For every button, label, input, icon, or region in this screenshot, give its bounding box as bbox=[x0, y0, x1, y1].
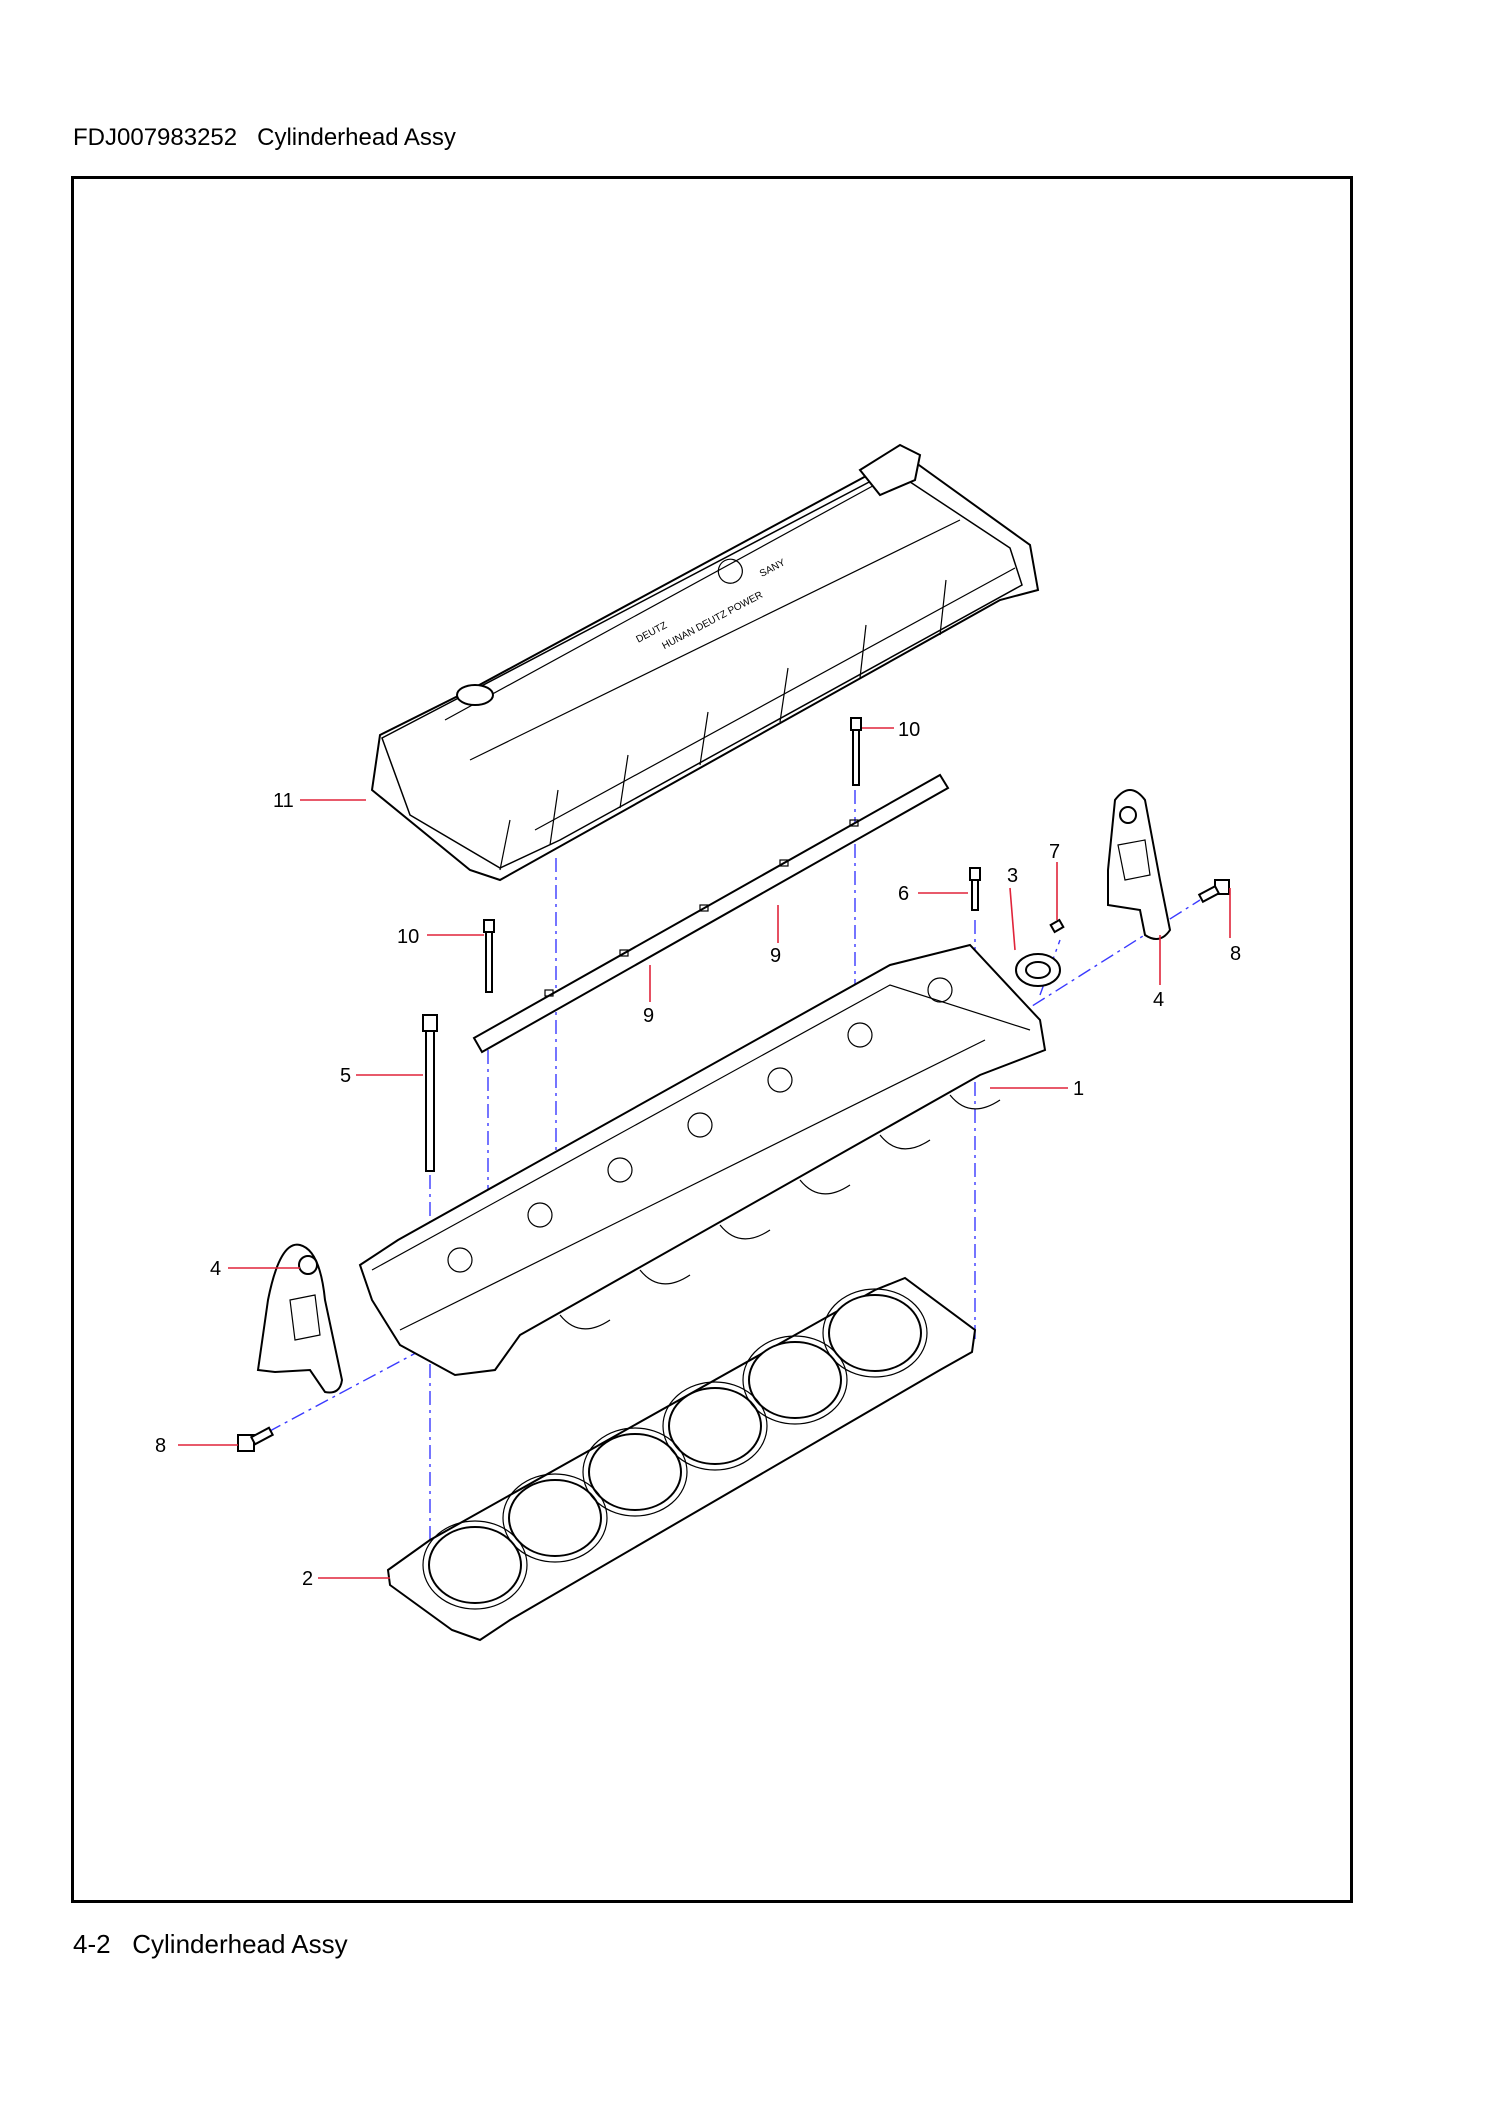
header-title: Cylinderhead Assy bbox=[257, 124, 456, 151]
cylinder-head-gasket bbox=[386, 1276, 977, 1642]
cylinder-head-bolt bbox=[422, 1014, 438, 1172]
callout-5: 5 bbox=[340, 1065, 351, 1087]
callout-10-top: 10 bbox=[898, 719, 920, 741]
callout-11: 11 bbox=[273, 790, 294, 812]
leader-lines bbox=[178, 727, 1231, 1579]
callout-3: 3 bbox=[1007, 865, 1018, 887]
page-number: 4-2 bbox=[73, 1929, 111, 1959]
part-number: FDJ007983252 bbox=[73, 124, 238, 151]
flange bbox=[1015, 953, 1061, 987]
callout-4-left: 4 bbox=[210, 1258, 221, 1280]
bolt-left-bottom bbox=[237, 1426, 275, 1452]
bolt-right bbox=[1197, 879, 1230, 904]
footer-title: Cylinderhead Assy bbox=[132, 1929, 348, 1959]
callouts: 11 10 10 9 9 7 6 3 8 4 5 1 4 8 2 bbox=[155, 719, 1241, 1590]
rocker-shafts bbox=[472, 773, 950, 1054]
cylinder-head bbox=[358, 943, 1047, 1377]
callout-10-left: 10 bbox=[397, 926, 419, 948]
callout-1: 1 bbox=[1073, 1078, 1084, 1100]
bolt-left bbox=[483, 919, 495, 993]
callout-6: 6 bbox=[898, 883, 909, 905]
lifting-eye-left bbox=[256, 1243, 344, 1394]
cylinder-head-cover: DEUTZ SANY HUNAN DEUTZ POWER bbox=[370, 443, 1040, 882]
diagram-frame bbox=[71, 176, 1353, 1903]
callout-9-right: 9 bbox=[770, 945, 781, 967]
bolt-short bbox=[969, 867, 981, 911]
page-header: FDJ007983252 Cylinderhead Assy bbox=[73, 124, 456, 152]
callout-8-right: 8 bbox=[1230, 943, 1241, 965]
screw bbox=[1049, 918, 1065, 934]
callout-4-right: 4 bbox=[1153, 989, 1164, 1011]
callout-7: 7 bbox=[1049, 841, 1060, 863]
lifting-eye-right bbox=[1107, 789, 1172, 940]
page-footer: 4-2 Cylinderhead Assy bbox=[73, 1929, 348, 1960]
callout-8-left: 8 bbox=[155, 1435, 166, 1457]
callout-2: 2 bbox=[302, 1568, 313, 1590]
callout-9-left: 9 bbox=[643, 1005, 654, 1027]
bolt-top bbox=[850, 717, 862, 786]
